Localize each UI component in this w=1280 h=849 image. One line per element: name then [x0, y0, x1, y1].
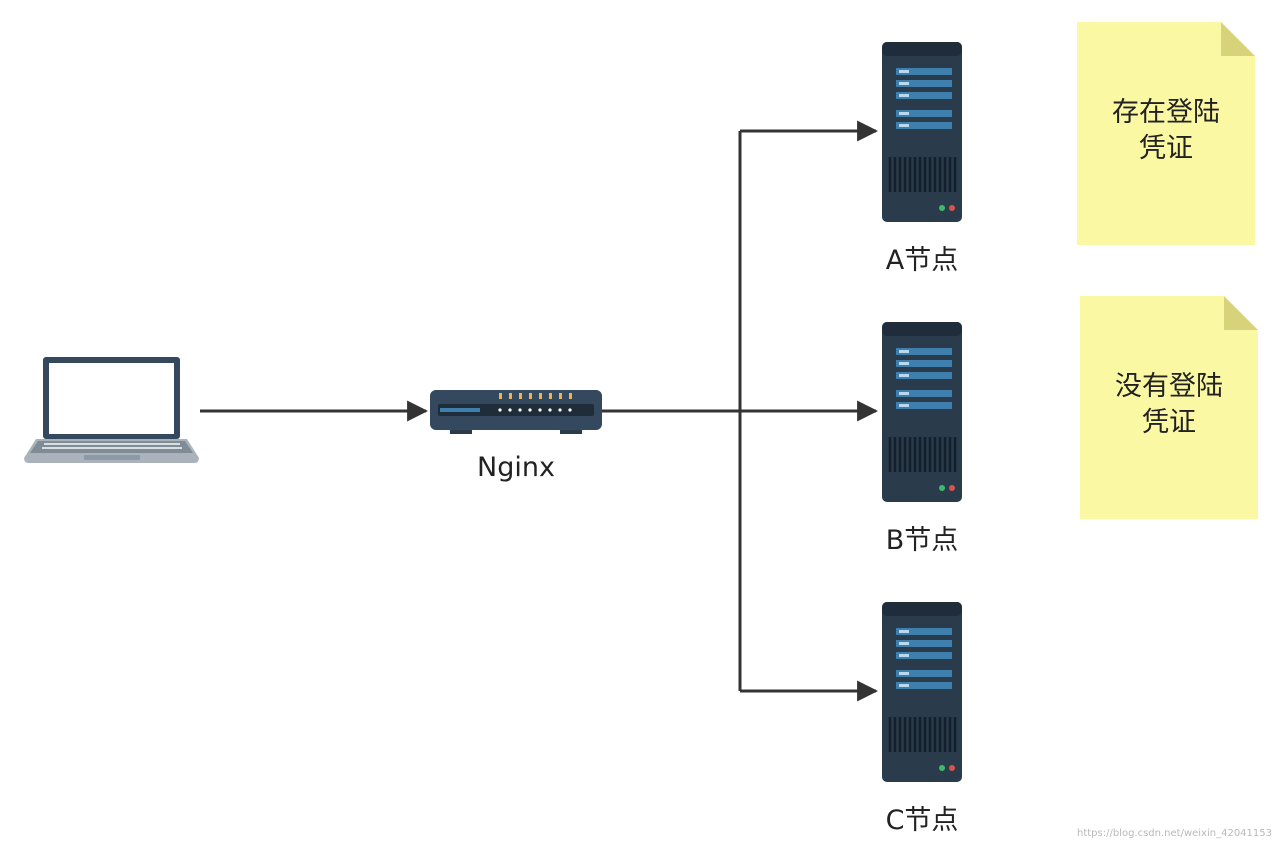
- note-has-credentials: 存在登陆 凭证: [1077, 22, 1255, 245]
- watermark: https://blog.csdn.net/weixin_42041153: [1076, 828, 1272, 839]
- server-c-icon: [880, 600, 964, 784]
- server-b-label: B节点: [885, 525, 959, 556]
- note-line: 存在登陆: [1112, 96, 1220, 128]
- server-b-icon: [880, 320, 964, 504]
- note-line: 凭证: [1139, 132, 1193, 164]
- laptop-icon: [24, 357, 199, 463]
- server-a-icon: [880, 40, 964, 224]
- note-line: 凭证: [1142, 406, 1196, 438]
- note-line: 没有登陆: [1115, 370, 1223, 402]
- connectors: [200, 120, 879, 702]
- nginx-device-icon: [430, 390, 602, 434]
- nginx-label: Nginx: [477, 452, 555, 483]
- note-text: 没有登陆 凭证: [1080, 369, 1258, 441]
- server-c-label: C节点: [885, 805, 959, 836]
- note-fold-corner: [1221, 22, 1255, 56]
- note-text: 存在登陆 凭证: [1077, 95, 1255, 167]
- server-a-label: A节点: [885, 245, 959, 276]
- note-fold-corner: [1224, 296, 1258, 330]
- note-no-credentials: 没有登陆 凭证: [1080, 296, 1258, 519]
